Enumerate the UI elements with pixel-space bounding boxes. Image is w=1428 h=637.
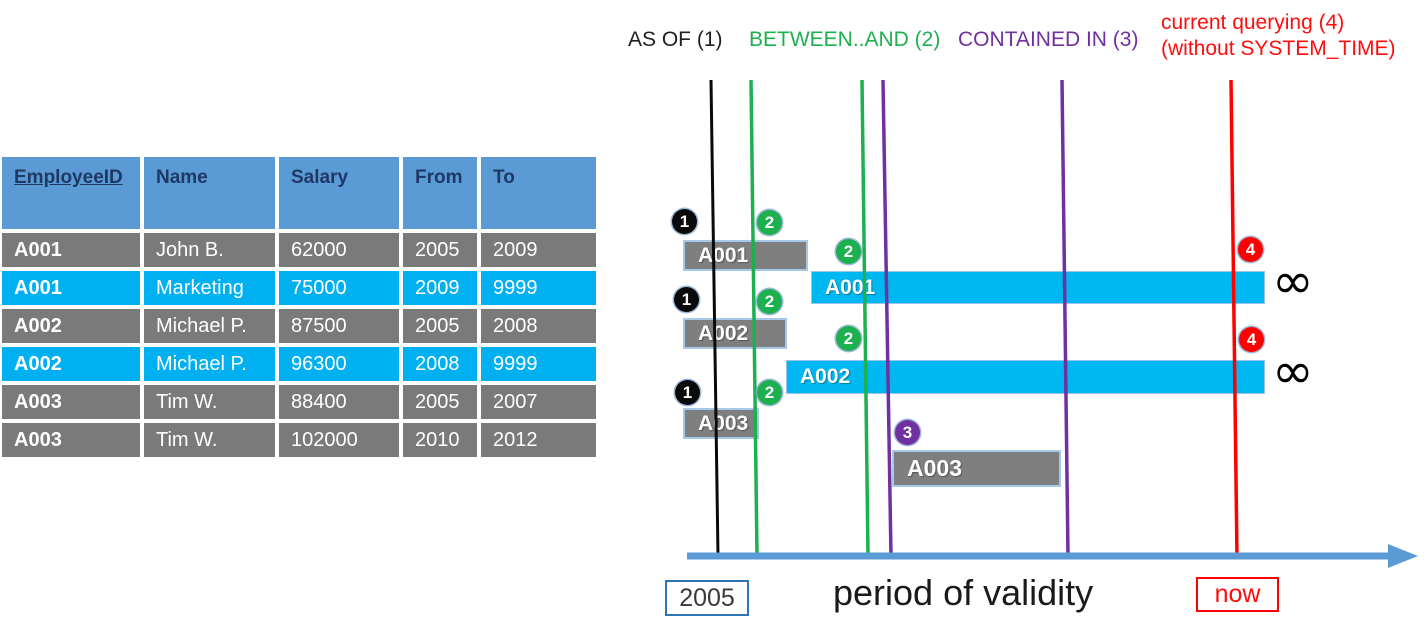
legend-current-querying-line2: (without SYSTEM_TIME) [1161, 37, 1396, 60]
bar-label: A002 [800, 365, 851, 388]
between-start-line [749, 79, 759, 557]
bar-label: A003 [698, 411, 749, 435]
table-row: A003 Tim W. 102000 2010 2012 [2, 423, 596, 457]
column-header-from: From [403, 157, 477, 229]
bar-label: A003 [907, 455, 962, 481]
cell-from: 2005 [403, 385, 477, 419]
badge-current-4: 4 [1239, 327, 1264, 352]
column-header-employeeid: EmployeeID [2, 157, 140, 229]
table-row: A001 John B. 62000 2005 2009 [2, 233, 596, 267]
cell-name: Tim W. [144, 385, 275, 419]
cell-employeeid: A001 [2, 233, 140, 267]
time-axis-arrowhead [1388, 544, 1418, 568]
table-row: A001 Marketing 75000 2009 9999 [2, 271, 596, 305]
cell-to: 2007 [481, 385, 596, 419]
cell-employeeid: A002 [2, 347, 140, 381]
cell-from: 2010 [403, 423, 477, 457]
legend-between-and: BETWEEN..AND (2) [749, 28, 941, 51]
cell-name: Michael P. [144, 309, 275, 343]
timeline-bar-a001-history: A001 [683, 240, 808, 271]
cell-to: 2009 [481, 233, 596, 267]
as-of-line [709, 79, 720, 557]
bar-label: A001 [825, 275, 876, 299]
cell-from: 2008 [403, 347, 477, 381]
bar-label: A001 [698, 243, 749, 267]
cell-from: 2005 [403, 309, 477, 343]
table-row: A003 Tim W. 88400 2005 2007 [2, 385, 596, 419]
column-header-label: Name [156, 167, 208, 188]
contained-start-line [881, 79, 893, 557]
cell-salary: 96300 [279, 347, 399, 381]
cell-from: 2009 [403, 271, 477, 305]
table-header-row: EmployeeID Name Salary From To [2, 157, 596, 229]
badge-as-of-1: 1 [672, 209, 697, 234]
infinity-icon: ∞ [1272, 252, 1314, 310]
timeline-bar-a003-history-2: A003 [892, 450, 1061, 487]
legend-as-of: AS OF (1) [628, 28, 723, 51]
cell-name: John B. [144, 233, 275, 267]
cell-salary: 102000 [279, 423, 399, 457]
cell-salary: 87500 [279, 309, 399, 343]
employee-table: EmployeeID Name Salary From To A001 John… [0, 153, 600, 461]
legend-contained-in: CONTAINED IN (3) [958, 28, 1139, 51]
axis-title: period of validity [833, 572, 1094, 613]
badge-current-4: 4 [1238, 237, 1263, 262]
cell-name: Marketing [144, 271, 275, 305]
between-end-line [860, 79, 870, 557]
badge-between-2: 2 [757, 289, 782, 314]
cell-name: Tim W. [144, 423, 275, 457]
cell-to: 9999 [481, 347, 596, 381]
timeline-bar-a002-history: A002 [683, 318, 787, 349]
cell-salary: 88400 [279, 385, 399, 419]
cell-employeeid: A002 [2, 309, 140, 343]
badge-as-of-1: 1 [675, 380, 700, 405]
column-header-name: Name [144, 157, 275, 229]
badge-between-2: 2 [836, 326, 861, 351]
contained-end-line [1060, 79, 1070, 557]
infinity-icon: ∞ [1272, 342, 1314, 400]
column-header-to: To [481, 157, 596, 229]
table-row: A002 Michael P. 87500 2005 2008 [2, 309, 596, 343]
cell-name: Michael P. [144, 347, 275, 381]
column-header-salary: Salary [279, 157, 399, 229]
legend-current-querying: current querying (4) (without SYSTEM_TIM… [1161, 10, 1396, 62]
cell-salary: 75000 [279, 271, 399, 305]
now-line [1229, 79, 1239, 559]
badge-between-2: 2 [757, 210, 782, 235]
axis-start-year-box: 2005 [665, 580, 749, 616]
badge-as-of-1: 1 [674, 287, 699, 312]
cell-to: 2008 [481, 309, 596, 343]
column-header-label: From [415, 167, 463, 188]
cell-employeeid: A001 [2, 271, 140, 305]
column-header-label: Salary [291, 167, 349, 188]
badge-contained-3: 3 [895, 420, 920, 445]
column-header-label: To [493, 167, 515, 188]
cell-salary: 62000 [279, 233, 399, 267]
cell-from: 2005 [403, 233, 477, 267]
badge-between-2: 2 [836, 239, 861, 264]
table-row: A002 Michael P. 96300 2008 9999 [2, 347, 596, 381]
column-header-label: EmployeeID [14, 167, 123, 188]
cell-employeeid: A003 [2, 385, 140, 419]
cell-to: 2012 [481, 423, 596, 457]
bar-label: A002 [698, 321, 749, 345]
timeline-bar-a003-history-1: A003 [683, 408, 759, 439]
cell-to: 9999 [481, 271, 596, 305]
badge-between-2: 2 [757, 380, 782, 405]
cell-employeeid: A003 [2, 423, 140, 457]
axis-now-box: now [1196, 577, 1279, 612]
legend-current-querying-line1: current querying (4) [1161, 11, 1345, 34]
